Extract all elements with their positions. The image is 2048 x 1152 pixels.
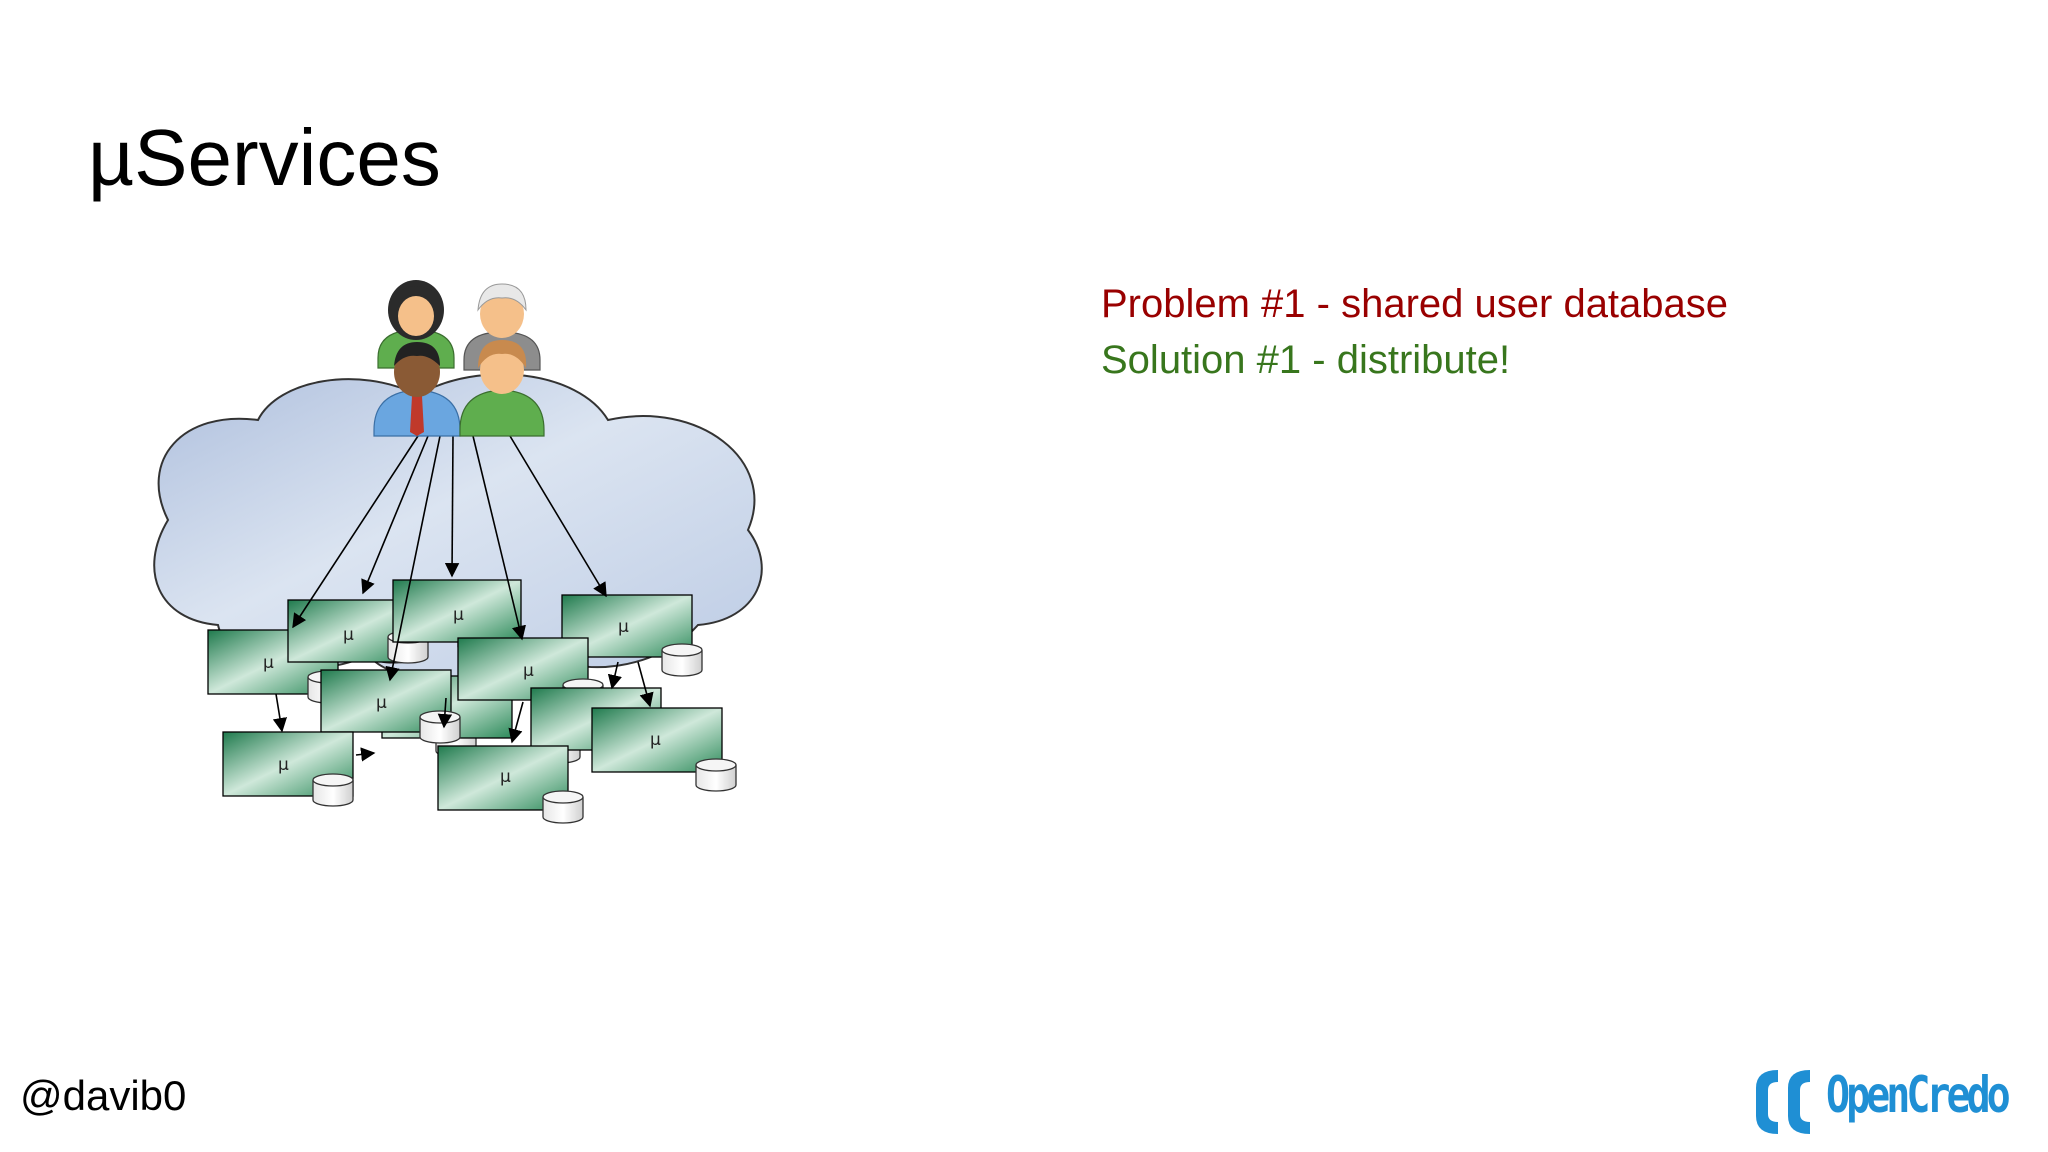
service-label: µ <box>453 605 464 625</box>
service-label: µ <box>500 767 511 787</box>
service-label: µ <box>376 693 387 713</box>
service-box: µ <box>591 707 737 792</box>
service-box: µ <box>392 579 522 643</box>
service-label: µ <box>523 661 534 681</box>
database-icon <box>661 643 703 677</box>
problem-text: Problem #1 - shared user database <box>1101 282 1729 326</box>
opencredo-logo-icon <box>1756 1070 1810 1134</box>
database-icon <box>695 758 737 792</box>
opencredo-logo: OpenCredo <box>1748 1062 2038 1142</box>
service-label: µ <box>263 653 274 673</box>
database-icon <box>312 773 354 807</box>
service-label: µ <box>343 625 354 645</box>
text-block: Problem #1 - shared user database Soluti… <box>1101 276 1728 388</box>
service-label: µ <box>278 755 289 775</box>
microservices-diagram: µ µ µ µ µ µ µ µ µ <box>153 280 763 824</box>
service-box: µ <box>437 745 584 824</box>
service-label: µ <box>650 730 661 750</box>
logo-text: OpenCredo <box>1826 1066 2011 1124</box>
page-title: µServices <box>88 113 441 202</box>
service-box: µ <box>222 731 354 807</box>
arrows <box>272 435 654 762</box>
database-icon <box>419 710 461 744</box>
service-label: µ <box>618 617 629 637</box>
author-handle: @davib0 <box>20 1072 187 1119</box>
database-icon <box>542 790 584 824</box>
services-group: µ µ µ µ µ µ µ µ µ <box>207 579 737 824</box>
users-icon <box>373 280 545 437</box>
solution-text: Solution #1 - distribute! <box>1101 338 1511 382</box>
